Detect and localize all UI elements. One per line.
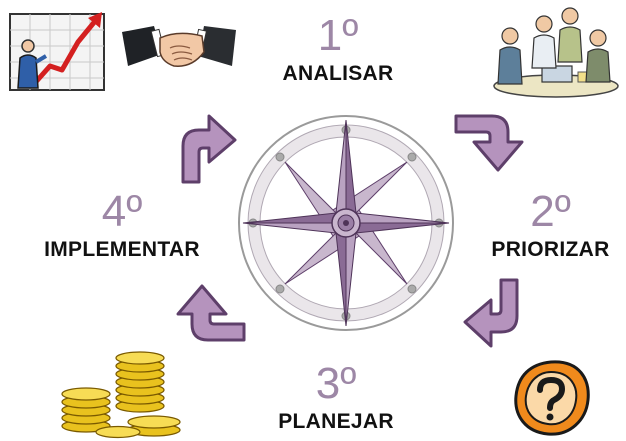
compass-rose-icon bbox=[238, 115, 454, 331]
step-2-label: PRIORIZAR bbox=[491, 238, 610, 261]
step-2: 2º PRIORIZAR bbox=[478, 190, 623, 262]
step-3-number: 3º bbox=[315, 359, 357, 408]
handshake-icon bbox=[122, 26, 236, 67]
step-2-number: 2º bbox=[530, 187, 571, 236]
question-mark-icon bbox=[514, 360, 590, 436]
team-meeting-icon bbox=[493, 7, 619, 98]
arrow-top-right bbox=[454, 114, 524, 172]
growth-chart-icon bbox=[9, 12, 105, 91]
step-4-label: IMPLEMENTAR bbox=[44, 238, 200, 261]
arrow-bottom-right bbox=[463, 278, 519, 348]
coins-icon bbox=[61, 351, 181, 439]
arrow-top-left bbox=[181, 114, 237, 184]
step-1: 1º ANALISAR bbox=[268, 14, 408, 86]
step-4: 4º IMPLEMENTAR bbox=[22, 190, 222, 262]
arrow-bottom-left bbox=[176, 284, 246, 342]
step-1-label: ANALISAR bbox=[282, 62, 394, 85]
step-4-number: 4º bbox=[101, 187, 143, 236]
step-3-label: PLANEJAR bbox=[278, 410, 394, 433]
step-3: 3º PLANEJAR bbox=[266, 362, 406, 434]
step-1-number: 1º bbox=[317, 11, 359, 60]
